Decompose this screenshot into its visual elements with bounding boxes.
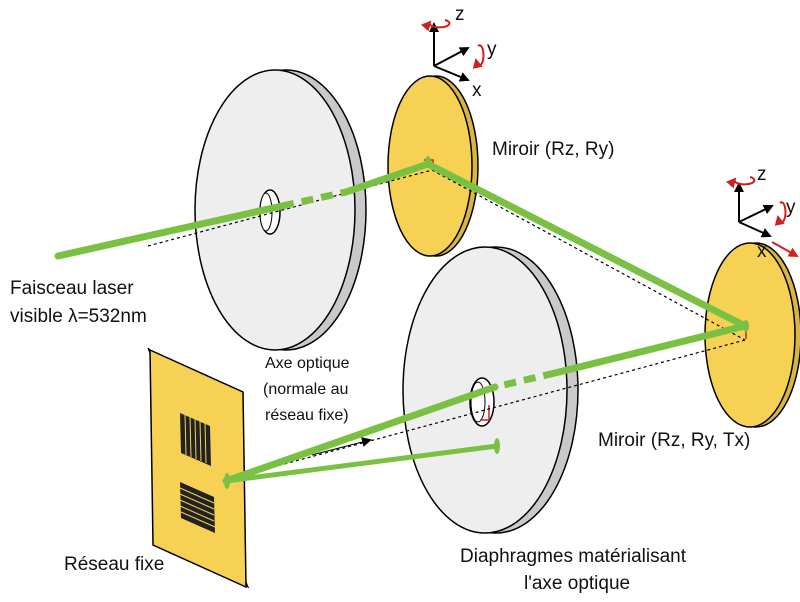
mirror-right xyxy=(704,242,800,428)
label-laser-line1: Faisceau laser xyxy=(10,278,134,299)
beam-spot-diaphragm xyxy=(494,438,500,454)
beam-spot-grating xyxy=(224,473,230,489)
rotation-arrow-z-right-icon xyxy=(725,176,756,189)
rotation-arrow-y-right-icon xyxy=(774,201,787,226)
axis-label-z-right: z xyxy=(757,164,767,185)
label-diaphragms-line1: Diaphragmes matérialisant xyxy=(460,546,687,567)
axis-label-x-right: x xyxy=(757,241,767,262)
axis-label-y-top: y xyxy=(487,39,497,60)
laser-beam xyxy=(54,160,749,485)
diffracted-beams xyxy=(223,443,500,484)
fixed-grating-plate xyxy=(147,347,250,589)
label-grating: Réseau fixe xyxy=(64,554,164,575)
label-optical-axis-line1: Axe optique xyxy=(265,355,350,372)
coordinate-axes-top: z y x xyxy=(420,4,497,101)
translation-arrow-x-icon xyxy=(771,241,799,257)
label-mirror-top: Miroir (Rz, Ry) xyxy=(492,139,614,160)
axis-label-z-top: z xyxy=(455,4,465,25)
optical-axis-arrow xyxy=(311,437,372,456)
label-diaphragms-line2: l'axe optique xyxy=(524,573,630,594)
diaphragm-disc-top xyxy=(194,69,367,351)
rotation-arrow-y-icon xyxy=(472,44,485,69)
beam-spot-mirror-top xyxy=(425,156,431,168)
coordinate-axes-right: z y x xyxy=(725,164,799,262)
axis-label-x-top: x xyxy=(472,80,482,101)
label-optical-axis-line3: réseau fixe) xyxy=(265,407,349,424)
rotation-arrow-z-icon xyxy=(420,19,451,32)
optical-axis-dashed xyxy=(147,169,746,481)
label-optical-axis-line2: (normale au xyxy=(263,381,348,398)
axis-label-y-right: y xyxy=(786,197,796,218)
beam-spot-mirror-right xyxy=(743,320,749,332)
label-mirror-right: Miroir (Rz, Ry, Tx) xyxy=(598,430,750,451)
label-laser-line2: visible λ=532nm xyxy=(10,306,147,327)
